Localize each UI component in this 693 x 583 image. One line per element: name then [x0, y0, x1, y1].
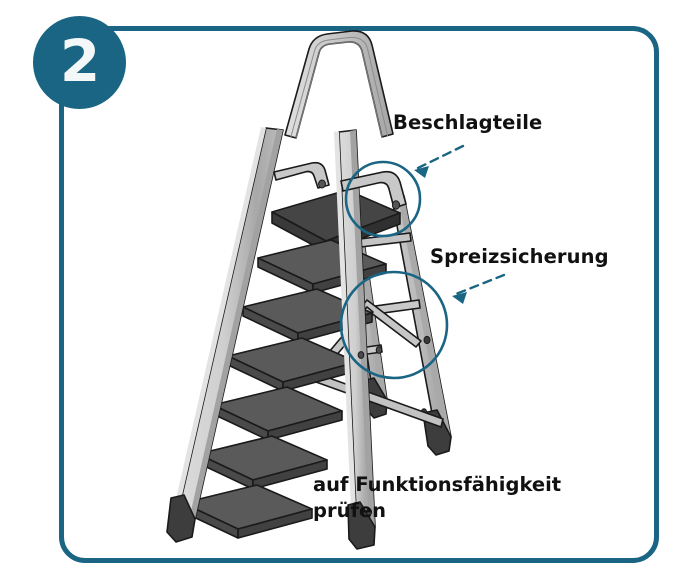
- step-tread: [212, 386, 343, 441]
- instruction-caption: auf Funktionsfähigkeit prüfen: [313, 472, 561, 525]
- caption-line-2: prüfen: [313, 499, 387, 523]
- hinge-bracket-left: [273, 161, 330, 189]
- content-frame: [59, 26, 659, 563]
- dashed-arrow-beschlagteile: [414, 144, 465, 178]
- ladder-drawing: [166, 30, 506, 550]
- annotation-markers: [339, 160, 449, 380]
- caption-line-1: auf Funktionsfähigkeit: [313, 473, 562, 496]
- step-tread: [227, 337, 358, 392]
- front-left-stile: [166, 127, 284, 543]
- step-number-badge: 2: [33, 16, 126, 109]
- annotation-circle-beschlagteile: [344, 160, 422, 238]
- hinge-bracket-right: [340, 170, 407, 210]
- annotation-label-spreizsicherung: Spreizsicherung: [430, 245, 609, 268]
- step-tread: [182, 484, 313, 539]
- step-number-label: 2: [59, 26, 100, 95]
- front-right-stile: [334, 129, 376, 550]
- annotation-circle-spreizsicherung: [339, 270, 449, 380]
- handrail: [284, 30, 394, 139]
- annotation-arrows: [414, 144, 506, 304]
- annotation-label-beschlagteile: Beschlagteile: [393, 111, 543, 134]
- dashed-arrow-spreizsicherung: [452, 273, 506, 304]
- step-tread: [197, 435, 328, 490]
